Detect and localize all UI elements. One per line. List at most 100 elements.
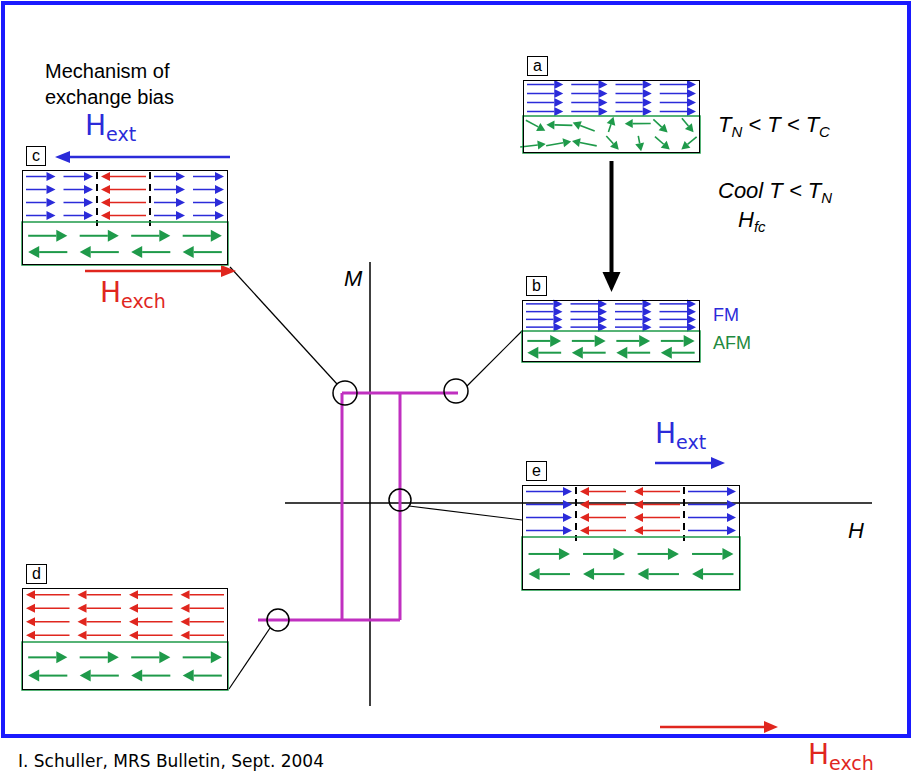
spin-arrowhead <box>131 670 142 682</box>
spin-arrow <box>615 326 643 328</box>
spin-arrow <box>80 656 108 658</box>
spin-arrowhead <box>607 117 616 126</box>
spin-arrowhead <box>599 107 608 116</box>
spin-arrow <box>606 136 613 144</box>
spin-arrow <box>660 111 687 113</box>
frame-border <box>3 3 909 736</box>
spin-arrow <box>91 675 119 677</box>
spin-arrow <box>615 303 643 305</box>
spin-arrow <box>35 621 70 623</box>
spin-arrowhead <box>28 670 39 682</box>
spin-arrow <box>110 176 146 178</box>
spin-arrow <box>35 608 70 610</box>
spin-arrow <box>682 118 689 126</box>
afm-layer <box>22 642 228 690</box>
panel-box: c <box>22 170 228 265</box>
spin-arrow <box>615 311 643 313</box>
spin-arrowhead <box>616 347 627 359</box>
spin-arrow <box>190 594 225 596</box>
spin-arrowhead <box>599 89 608 98</box>
spin-arrow <box>526 303 554 305</box>
afm-layer <box>22 222 228 265</box>
spin-arrow <box>616 93 643 95</box>
spin-arrowhead <box>559 548 570 560</box>
spin-arrow <box>608 124 611 132</box>
spin-arrowhead <box>84 198 93 207</box>
spin-arrowhead <box>181 631 190 640</box>
spin-arrow <box>538 352 561 354</box>
spin-arrowhead <box>563 138 572 147</box>
state-circle <box>333 381 357 405</box>
spin-arrowhead <box>101 185 110 194</box>
spin-arrow <box>183 235 211 237</box>
spin-arrowhead <box>554 107 563 116</box>
spin-arrowhead <box>572 347 583 359</box>
state-circle <box>267 609 289 631</box>
spin-arrow <box>540 573 570 575</box>
spin-arrowhead <box>47 198 56 207</box>
spin-arrowhead <box>56 651 67 663</box>
spin-arrowhead <box>722 548 733 560</box>
field-arrow <box>660 726 765 729</box>
field-arrow <box>68 156 230 159</box>
spin-arrow <box>131 235 159 237</box>
spin-arrow <box>688 491 727 493</box>
spin-arrowhead <box>635 143 644 152</box>
spin-arrowhead <box>661 347 672 359</box>
panel-letter: c <box>26 146 46 166</box>
spin-arrowhead <box>47 185 56 194</box>
spin-arrowhead <box>687 315 696 324</box>
afm-layer <box>522 537 740 590</box>
panel-letter: b <box>526 276 547 296</box>
symbol-label: H <box>85 110 106 142</box>
spin-arrowhead <box>563 500 572 509</box>
symbol-label: T <box>718 112 731 137</box>
subscript: fc <box>754 218 766 235</box>
spin-arrow <box>649 573 679 575</box>
spin-arrowhead <box>159 651 170 663</box>
spin-arrowhead <box>537 140 545 149</box>
spin-arrowhead <box>26 590 35 599</box>
spin-arrow <box>660 84 687 86</box>
h-axis <box>285 502 872 504</box>
spin-arrow <box>643 491 680 493</box>
spin-arrow <box>616 111 643 113</box>
spin-arrowhead <box>727 513 736 522</box>
arrowhead <box>603 272 621 292</box>
spin-arrowhead <box>80 670 91 682</box>
spin-arrow <box>194 251 222 253</box>
spin-arrowhead <box>634 526 643 535</box>
spin-arrow <box>660 311 688 313</box>
spin-arrow <box>526 311 554 313</box>
spin-arrow <box>688 517 727 519</box>
spin-arrow <box>26 202 47 204</box>
spin-arrowhead <box>684 335 695 347</box>
state-circle <box>389 489 411 511</box>
subscript: ext <box>676 432 706 454</box>
spin-arrow <box>35 594 70 596</box>
spin-arrowhead <box>634 513 643 522</box>
spin-arrow <box>190 621 225 623</box>
spin-arrow <box>638 553 668 555</box>
afm-layer <box>523 116 700 153</box>
spin-arrow <box>154 215 176 217</box>
subscript: ext <box>106 124 136 146</box>
spin-arrow <box>655 137 664 145</box>
spin-arrowhead <box>668 548 679 560</box>
spin-arrowhead <box>26 617 35 626</box>
panel-letter: d <box>26 564 47 584</box>
spin-arrow <box>527 111 554 113</box>
spin-arrow <box>589 504 626 506</box>
subscript: exch <box>121 291 166 313</box>
subscript: exch <box>829 753 874 775</box>
spin-arrowhead <box>687 98 696 107</box>
spin-arrowhead <box>101 172 110 181</box>
spin-arrowhead <box>215 198 224 207</box>
spin-arrowhead <box>215 172 224 181</box>
spin-arrowhead <box>625 119 633 128</box>
field-arrowhead <box>221 265 236 277</box>
spin-arrowhead <box>634 487 643 496</box>
spin-arrow <box>110 215 146 217</box>
spin-arrowhead <box>78 617 87 626</box>
spin-arrow <box>142 251 170 253</box>
